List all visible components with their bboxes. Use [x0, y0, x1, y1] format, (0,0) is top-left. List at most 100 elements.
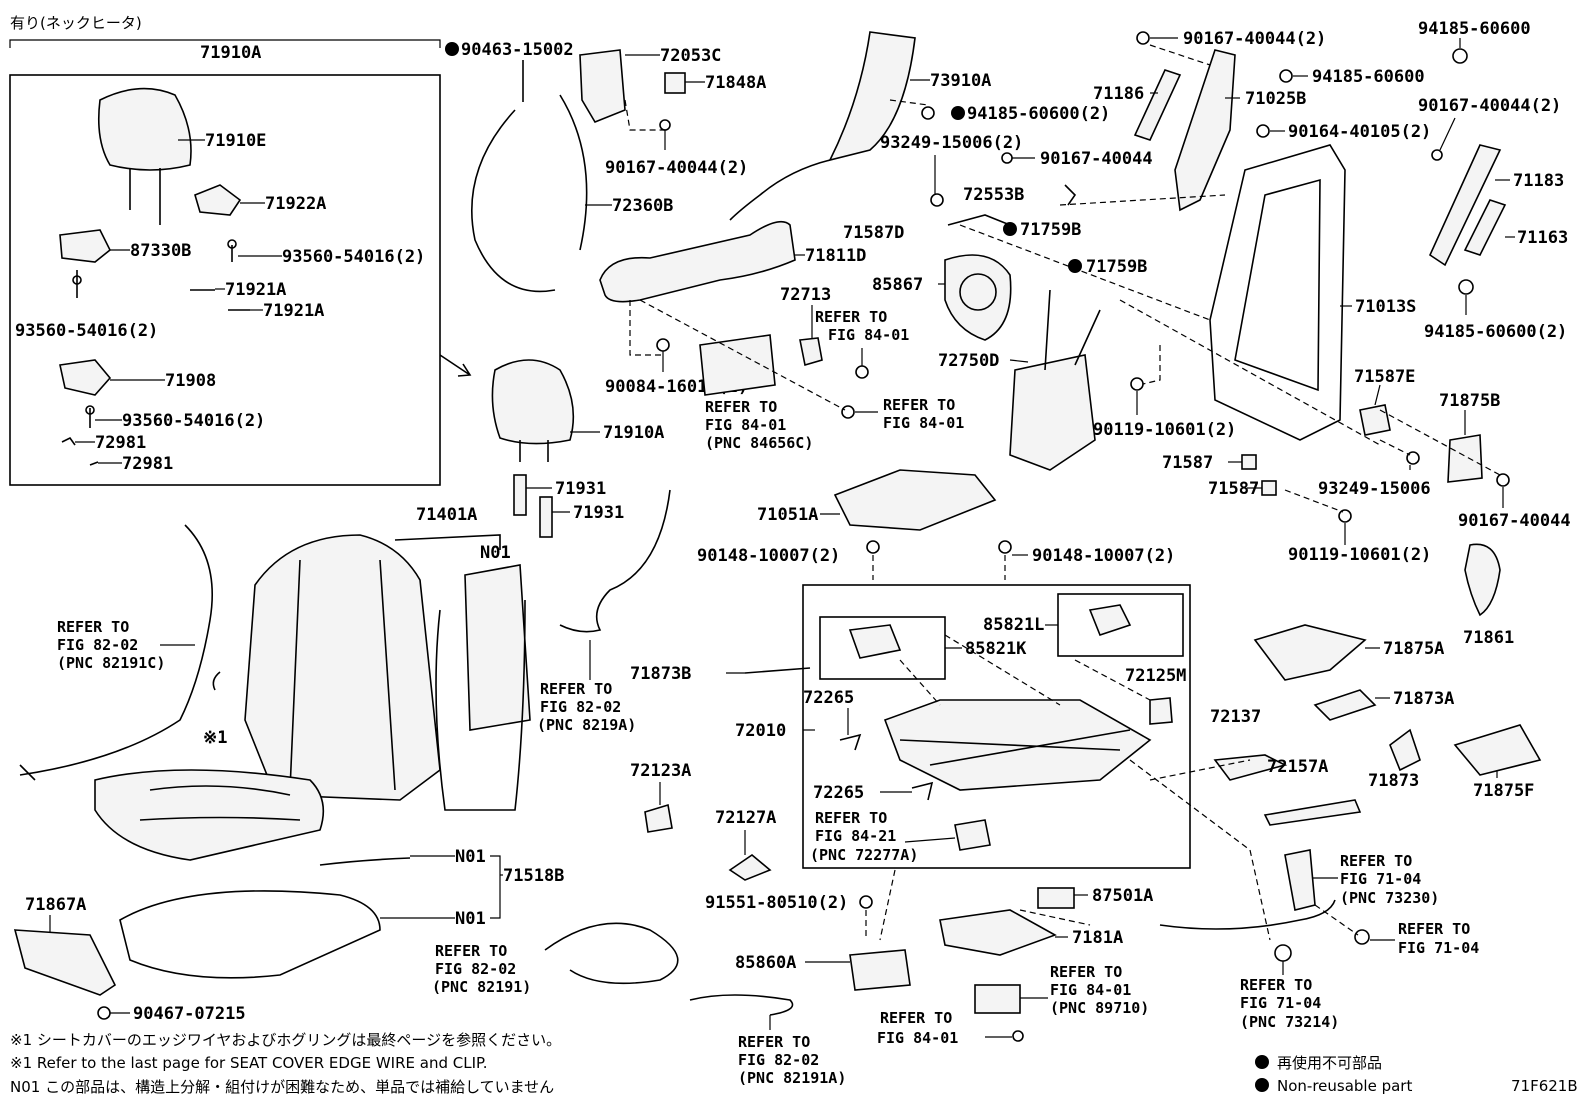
svg-text:(PNC 72277A): (PNC 72277A)	[810, 846, 918, 864]
svg-text:REFER TO: REFER TO	[705, 398, 777, 416]
harness-icon	[544, 922, 679, 985]
label-94185-a: 94185-60600(2)	[967, 104, 1110, 124]
harness-icon	[19, 524, 213, 776]
refer-84-01-pnc89710[interactable]: REFER TO FIG 84-01 (PNC 89710)	[1050, 963, 1149, 1017]
screw-icon	[841, 405, 855, 419]
svg-text:REFER TO: REFER TO	[1240, 976, 1312, 994]
refer-71-04-b[interactable]: REFER TO FIG 71-04	[1398, 920, 1479, 957]
label-72981-a: 72981	[95, 433, 146, 453]
lumbar-72750D-icon	[1009, 354, 1096, 471]
svg-text:FIG 84-01: FIG 84-01	[705, 416, 786, 434]
bracket-71873A-icon	[1313, 689, 1377, 721]
bracket-71922A-icon	[194, 184, 242, 216]
label-71875B: 71875B	[1439, 391, 1500, 411]
label-85860A: 85860A	[735, 953, 796, 973]
svg-text:REFER TO: REFER TO	[1340, 852, 1412, 870]
label-71908: 71908	[165, 371, 216, 391]
bracket-71587D-icon	[947, 214, 1011, 226]
knob-71861-icon	[1464, 543, 1501, 617]
nut-icon	[1458, 279, 1474, 295]
cover-72137-icon	[1213, 754, 1288, 781]
rail-71183-icon	[1428, 144, 1502, 267]
label-90463: 90463-15002	[461, 40, 574, 60]
guide-71931-icon	[513, 474, 527, 516]
label-93249-a: 93249-15006(2)	[880, 133, 1023, 153]
label-72265-b: 72265	[813, 783, 864, 803]
side-cover-71811D-icon	[599, 220, 796, 303]
buckle-icon	[1284, 849, 1316, 911]
svg-text:(PNC 82191): (PNC 82191)	[432, 978, 531, 996]
svg-text:FIG 84-01: FIG 84-01	[883, 414, 964, 432]
motor-85821L-icon	[1088, 604, 1132, 636]
label-N01-a: N01	[480, 543, 511, 563]
refer-84-21-pnc72277a[interactable]: REFER TO FIG 84-21 (PNC 72277A)	[810, 809, 918, 864]
label-71013S: 71013S	[1355, 297, 1416, 317]
label-71587-b: 71587	[1208, 479, 1259, 499]
label-71051A: 71051A	[757, 505, 818, 525]
screw-icon	[1406, 451, 1420, 465]
label-87501A: 87501A	[1092, 886, 1153, 906]
label-93249-b: 93249-15006	[1318, 479, 1431, 499]
bracket-71186-icon	[1133, 69, 1182, 141]
refer-84-01-b[interactable]: REFER TO FIG 84-01	[883, 396, 964, 432]
label-71861: 71861	[1463, 628, 1514, 648]
label-71873B: 71873B	[630, 664, 691, 684]
label-71518B: 71518B	[503, 866, 564, 886]
label-90167-c: 90167-40044(2)	[1183, 29, 1326, 49]
label-71922A: 71922A	[265, 194, 326, 214]
screw-icon	[97, 1006, 111, 1020]
wire-icon	[319, 857, 411, 866]
label-71910A: 71910A	[603, 423, 664, 443]
svg-text:(PNC 82191A): (PNC 82191A)	[738, 1069, 846, 1087]
label-71587-a: 71587	[1162, 453, 1213, 473]
refer-82-02-pnc82191c[interactable]: REFER TO FIG 82-02 (PNC 82191C)	[57, 618, 165, 672]
screw-icon	[1130, 377, 1144, 391]
refer-84-01-pnc84656c[interactable]: REFER TO FIG 84-01 (PNC 84656C)	[705, 398, 813, 452]
legend-dot-icon	[1255, 1055, 1269, 1069]
svg-text:FIG 84-21: FIG 84-21	[815, 827, 896, 845]
refer-82-02-pnc82191a[interactable]: REFER TO FIG 82-02 (PNC 82191A)	[738, 1033, 846, 1087]
refer-84-01-c[interactable]: REFER TO FIG 84-01	[877, 1009, 958, 1047]
clip-72553B-icon	[1064, 184, 1077, 206]
refer-84-01-a[interactable]: REFER TO FIG 84-01	[815, 308, 909, 344]
trim-72157A-icon	[1263, 799, 1362, 826]
svg-text:REFER TO: REFER TO	[738, 1033, 810, 1051]
non-reusable-dot-icon	[1068, 259, 1082, 273]
screw-icon	[930, 193, 944, 207]
screw-icon	[1431, 149, 1443, 161]
clip-71587E-icon	[1359, 404, 1391, 436]
refer-82-02-pnc8219a[interactable]: REFER TO FIG 82-02 (PNC 8219A)	[537, 680, 636, 734]
screw-icon	[1256, 124, 1270, 138]
clip-icon	[89, 461, 99, 466]
label-71921A-a: 71921A	[225, 280, 286, 300]
label-90148-b: 90148-10007(2)	[1032, 546, 1175, 566]
side-airbag-73910A-icon	[828, 31, 916, 162]
note-jp-2: N01 この部品は、構造上分解・組付けが困難なため、単品では補給していません	[10, 1078, 554, 1096]
grommet-icon	[1274, 944, 1292, 962]
label-72157A: 72157A	[1267, 757, 1328, 777]
label-71873: 71873	[1368, 771, 1419, 791]
refer-71-04-pnc73230[interactable]: REFER TO FIG 71-04 (PNC 73230)	[1340, 852, 1439, 907]
nut-icon	[1279, 69, 1293, 83]
screw-icon	[659, 119, 671, 131]
label-71401A: 71401A	[416, 505, 477, 525]
label-90119-b: 90119-10601(2)	[1288, 545, 1431, 565]
refer-71-04-pnc73214[interactable]: REFER TO FIG 71-04 (PNC 73214)	[1240, 976, 1339, 1031]
label-72750D: 72750D	[938, 351, 999, 371]
label-71587E: 71587E	[1354, 367, 1415, 387]
refer-82-02-pnc82191[interactable]: REFER TO FIG 82-02 (PNC 82191)	[432, 942, 531, 996]
svg-text:REFER TO: REFER TO	[1050, 963, 1122, 981]
screw-icon	[859, 895, 873, 909]
lever-71873-icon	[1389, 728, 1421, 772]
note-en-1: ※1 Refer to the last page for SEAT COVER…	[10, 1054, 487, 1072]
svg-text:REFER TO: REFER TO	[880, 1009, 952, 1027]
cover-71875F-icon	[1453, 724, 1542, 776]
screw-icon	[656, 338, 670, 352]
svg-text:(PNC 89710): (PNC 89710)	[1050, 999, 1149, 1017]
label-90167-b: 90167-40044	[1040, 149, 1153, 169]
seat-pad-icon	[119, 890, 381, 979]
bracket-72123A-icon	[644, 803, 673, 833]
svg-text:REFER TO: REFER TO	[815, 809, 887, 827]
label-93560-b: 93560-54016(2)	[15, 321, 158, 341]
